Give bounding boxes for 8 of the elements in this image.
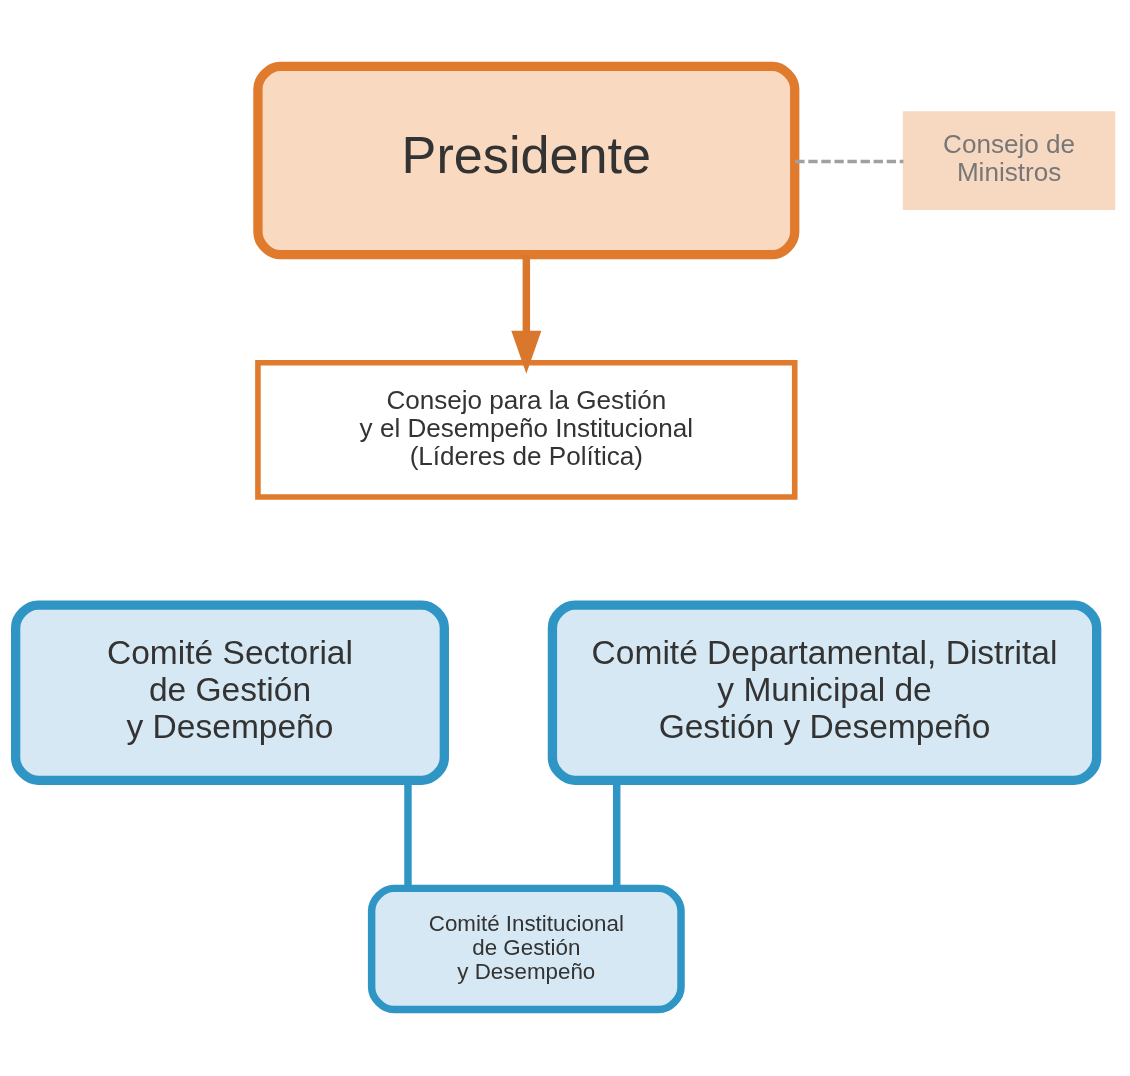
connector <box>795 159 904 164</box>
node-box: Consejo para la Gestión y el Desempeño Institucional (Líderes de Política) <box>255 360 798 500</box>
node-box: Consejo de Ministros <box>902 111 1116 210</box>
node-box: Comité Institucional de Gestión y Desempeño <box>367 884 685 1014</box>
node-box: Comité Sectorial de Gestión y Desempeño <box>11 600 449 785</box>
node-box: Presidente <box>253 61 800 260</box>
node-box: Comité Departamental, Distrital y Municipal de Gestión y Desempeño <box>547 600 1102 785</box>
arrow <box>511 254 542 374</box>
